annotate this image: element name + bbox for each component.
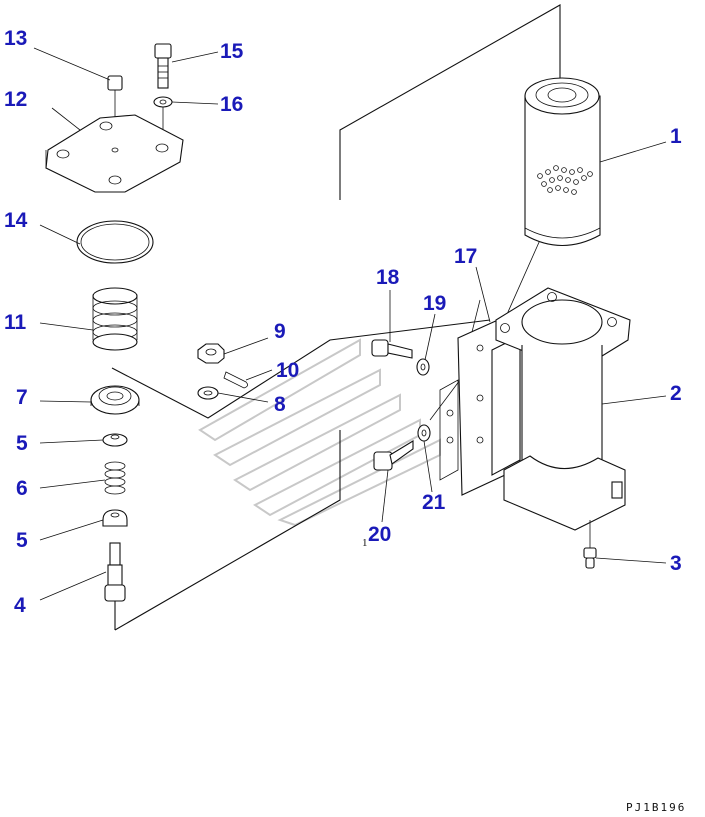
- watermark: [198, 338, 441, 527]
- part-21-washer: [417, 424, 431, 442]
- part-6-spring: [104, 461, 126, 495]
- callout-14: 14: [4, 209, 28, 232]
- callout-18: 18: [376, 266, 400, 289]
- part-5-seat-lower: [102, 509, 128, 527]
- part-4-pin: [104, 542, 126, 602]
- part-14-o-ring: [76, 220, 154, 264]
- part-8-washer: [197, 386, 219, 400]
- part-7-valve: [90, 385, 140, 415]
- callout-1: 1: [670, 125, 682, 148]
- callout-11: 11: [4, 311, 27, 334]
- part-11-spring: [92, 287, 138, 351]
- callout-15: 15: [220, 40, 244, 63]
- part-12-cover-plate: [45, 114, 184, 193]
- callout-3: 3: [670, 552, 682, 575]
- callout-9: 9: [274, 320, 286, 343]
- callout-5-upper: 5: [16, 432, 28, 455]
- part-13-plug: [107, 75, 123, 118]
- reference-lines: [111, 4, 561, 631]
- part-2-filter-case: [495, 287, 631, 548]
- callout-21: 21: [422, 491, 446, 514]
- part-19-washer: [416, 358, 430, 376]
- callout-16: 16: [220, 93, 243, 116]
- callout-19: 19: [423, 292, 446, 315]
- callout-17: 17: [454, 245, 477, 268]
- part-18-bolt: [371, 339, 413, 359]
- callout-10: 10: [276, 359, 299, 382]
- callout-labels: 1 2 3 4 5 5 6 7 8 9 10 11 12 13 14 15 16…: [4, 27, 682, 617]
- part-10-cotter-pin: [223, 371, 248, 389]
- part-20-bolt: [373, 440, 414, 471]
- callout-20: 20: [368, 523, 391, 546]
- callout-7: 7: [16, 386, 28, 409]
- part-16-washer: [153, 96, 173, 140]
- callout-4: 4: [14, 594, 26, 617]
- callout-8: 8: [274, 393, 286, 416]
- part-1-filter-element: [524, 77, 601, 247]
- callout-12: 12: [4, 88, 27, 111]
- part-9-nut: [197, 343, 225, 364]
- callout-2: 2: [670, 382, 682, 405]
- callout-6: 6: [16, 477, 28, 500]
- part-3-drain-plug: [583, 547, 597, 569]
- callout-5-lower: 5: [16, 529, 28, 552]
- leader-lines: [33, 47, 667, 601]
- callout-13: 13: [4, 27, 27, 50]
- drawing-code: PJ1B196: [626, 801, 686, 814]
- element-holes: [537, 165, 593, 195]
- part-5-seat-upper: [102, 433, 128, 447]
- part-15-bolt: [154, 43, 172, 89]
- note-mark: 1: [362, 537, 368, 549]
